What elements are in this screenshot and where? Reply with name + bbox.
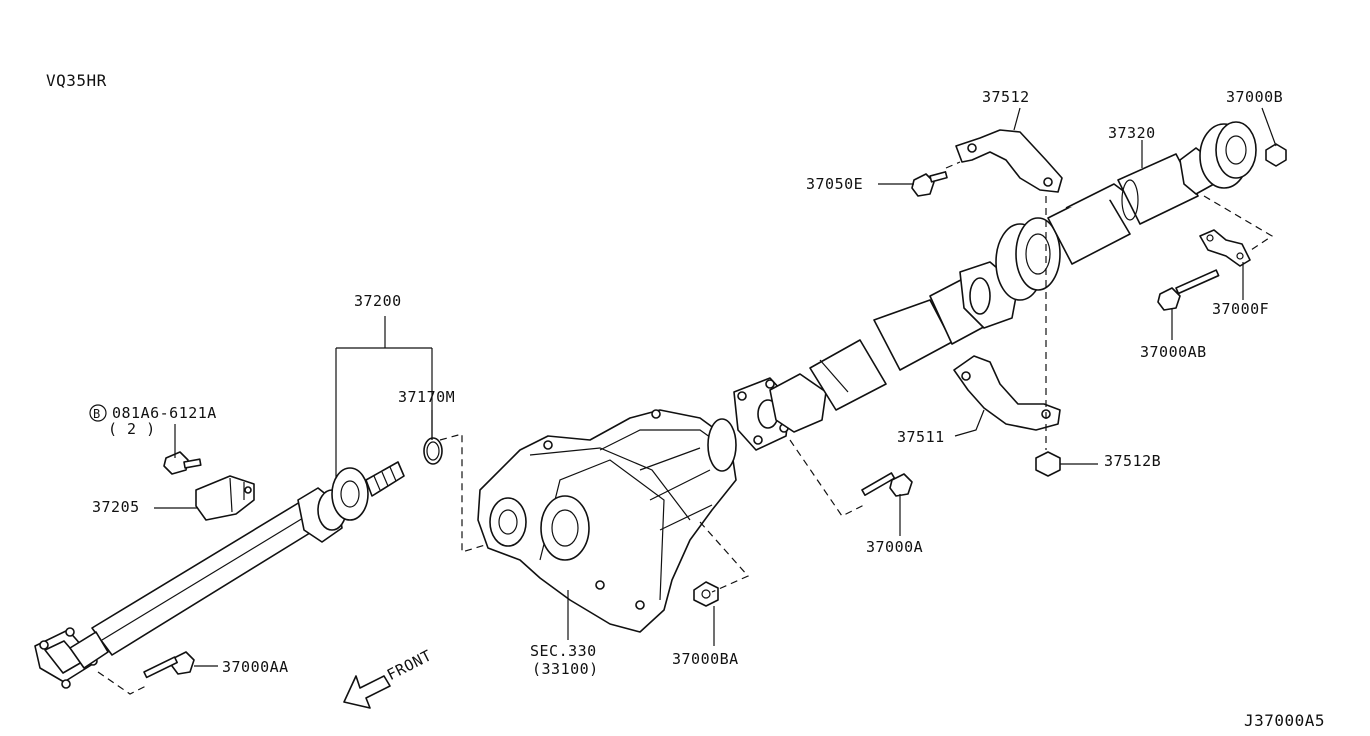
part-37170M[interactable]: 37170M: [398, 388, 456, 406]
bracket-37205: [195, 475, 255, 521]
bolt-37000AA: [143, 651, 195, 679]
transfer-case: [477, 409, 737, 633]
part-37512[interactable]: 37512: [982, 88, 1030, 106]
front-arrow-icon: [343, 675, 391, 709]
bolt-37050E: [911, 171, 948, 197]
nut-37000BA: [693, 581, 719, 607]
part-37511[interactable]: 37511: [897, 428, 945, 446]
part-37000B[interactable]: 37000B: [1226, 88, 1284, 106]
bolt-37000A: [861, 472, 913, 497]
part-37000A[interactable]: 37000A: [866, 538, 924, 556]
part-37200[interactable]: 37200: [354, 292, 402, 310]
part-37000BA[interactable]: 37000BA: [672, 650, 739, 668]
section-ref[interactable]: SEC.330: [530, 642, 597, 660]
part-37320[interactable]: 37320: [1108, 124, 1156, 142]
bolt-37000AB: [1157, 269, 1220, 311]
bracket-37511: [953, 355, 1061, 431]
part-37000F[interactable]: 37000F: [1212, 300, 1270, 318]
engine-label: VQ35HR: [46, 71, 107, 90]
section-ref-sub: (33100): [532, 660, 599, 678]
bolt-081A6: [163, 451, 202, 475]
nut-37000B: [1265, 143, 1287, 167]
rear-propeller-shaft: [733, 121, 1257, 451]
part-bolt-qty: ( 2 ): [108, 420, 156, 438]
bolt-code-badge: B: [93, 407, 101, 421]
part-37000AA[interactable]: 37000AA: [222, 658, 289, 676]
washer-37000F: [1199, 229, 1251, 267]
leader-lines: [154, 107, 1277, 667]
bracket-37512: [955, 129, 1063, 193]
bolt-code-badge-circle: [89, 404, 107, 422]
part-bolt-code[interactable]: 081A6-6121A: [112, 404, 217, 422]
part-37000AB[interactable]: 37000AB: [1140, 343, 1207, 361]
part-37512B[interactable]: 37512B: [1104, 452, 1162, 470]
diagram-id: J37000A5: [1244, 711, 1326, 730]
part-37050E[interactable]: 37050E: [806, 175, 864, 193]
part-37205[interactable]: 37205: [92, 498, 140, 516]
front-propeller-shaft: [34, 461, 405, 689]
assembly-lines: [97, 161, 1274, 695]
nut-37512B: [1035, 451, 1061, 477]
